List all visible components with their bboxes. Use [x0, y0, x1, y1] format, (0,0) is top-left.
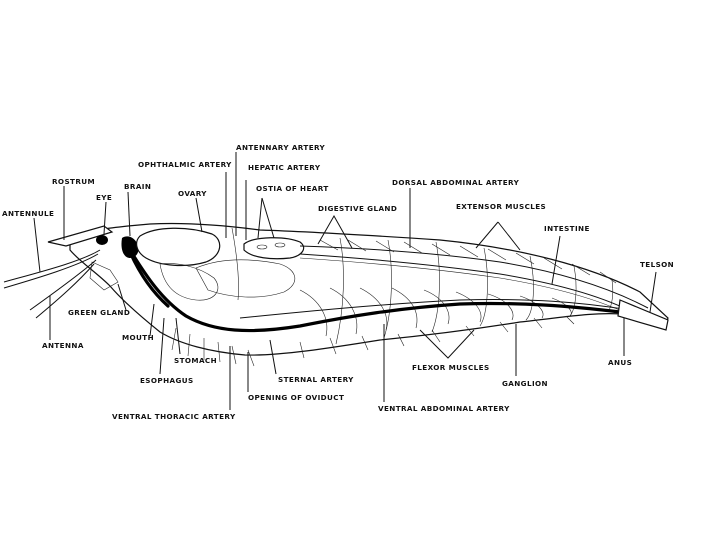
crayfish-body	[3, 222, 669, 367]
label-dorsal-abdominal-artery: DORSAL ABDOMINAL ARTERY	[392, 178, 520, 187]
label-antenna: ANTENNA	[42, 341, 84, 350]
label-ganglion: GANGLION	[502, 379, 548, 388]
body-outline	[69, 222, 669, 356]
label-opening-of-oviduct: OPENING OF OVIDUCT	[248, 393, 344, 402]
intestine-line	[299, 253, 641, 317]
label-telson: TELSON	[640, 260, 674, 269]
label-eye: EYE	[96, 193, 112, 202]
extensor-striations	[319, 239, 617, 284]
label-flexor-muscles: FLEXOR MUSCLES	[412, 363, 490, 372]
label-ophthalmic-artery: OPHTHALMIC ARTERY	[138, 160, 232, 169]
labels: ANTENNARY ARTERY OPHTHALMIC ARTERY HEPAT…	[2, 143, 674, 421]
telson-shape	[617, 299, 669, 331]
label-intestine: INTESTINE	[544, 224, 590, 233]
label-green-gland: GREEN GLAND	[68, 308, 130, 317]
ostium-right	[274, 242, 286, 248]
ostium-left	[256, 244, 268, 250]
legs	[171, 315, 575, 367]
label-ostia-of-heart: OSTIA OF HEART	[256, 184, 329, 193]
label-extensor-muscles: EXTENSOR MUSCLES	[456, 202, 546, 211]
label-ventral-abdominal-artery: VENTRAL ABDOMINAL ARTERY	[378, 404, 510, 413]
antenna-base	[89, 261, 119, 291]
leader-lines	[33, 152, 657, 410]
eye-shape	[96, 235, 108, 245]
ventral-nerve-cord	[128, 248, 622, 333]
label-anus: ANUS	[608, 358, 632, 367]
label-brain: BRAIN	[124, 182, 151, 191]
dorsal-artery-line	[299, 245, 649, 309]
intestine-line-2	[299, 257, 637, 319]
cervical-groove	[231, 227, 239, 301]
antenna-shape-2	[35, 263, 95, 319]
heart-shape	[243, 237, 305, 260]
label-antennary-artery: ANTENNARY ARTERY	[236, 143, 326, 152]
label-ventral-thoracic-artery: VENTRAL THORACIC ARTERY	[112, 412, 236, 421]
rostrum-shape	[47, 225, 114, 247]
brain-shape	[121, 236, 139, 258]
label-sternal-artery: STERNAL ARTERY	[278, 375, 354, 384]
label-stomach: STOMACH	[174, 356, 217, 365]
antenna-shape	[29, 259, 97, 311]
label-mouth: MOUTH	[122, 333, 154, 342]
antennule-shape-2	[3, 253, 99, 289]
digestive-gland-shape	[195, 259, 296, 298]
label-esophagus: ESOPHAGUS	[140, 376, 194, 385]
label-digestive-gland: DIGESTIVE GLAND	[318, 204, 397, 213]
label-ovary: OVARY	[178, 189, 207, 198]
ventral-abdominal-artery-line	[239, 299, 631, 319]
label-rostrum: ROSTRUM	[52, 177, 95, 186]
stomach-shape	[136, 227, 221, 267]
label-hepatic-artery: HEPATIC ARTERY	[248, 163, 321, 172]
ovary-shape	[159, 263, 219, 301]
label-antennule: ANTENNULE	[2, 209, 54, 218]
antennule-shape	[3, 249, 101, 283]
esophageal-connective	[128, 250, 170, 308]
